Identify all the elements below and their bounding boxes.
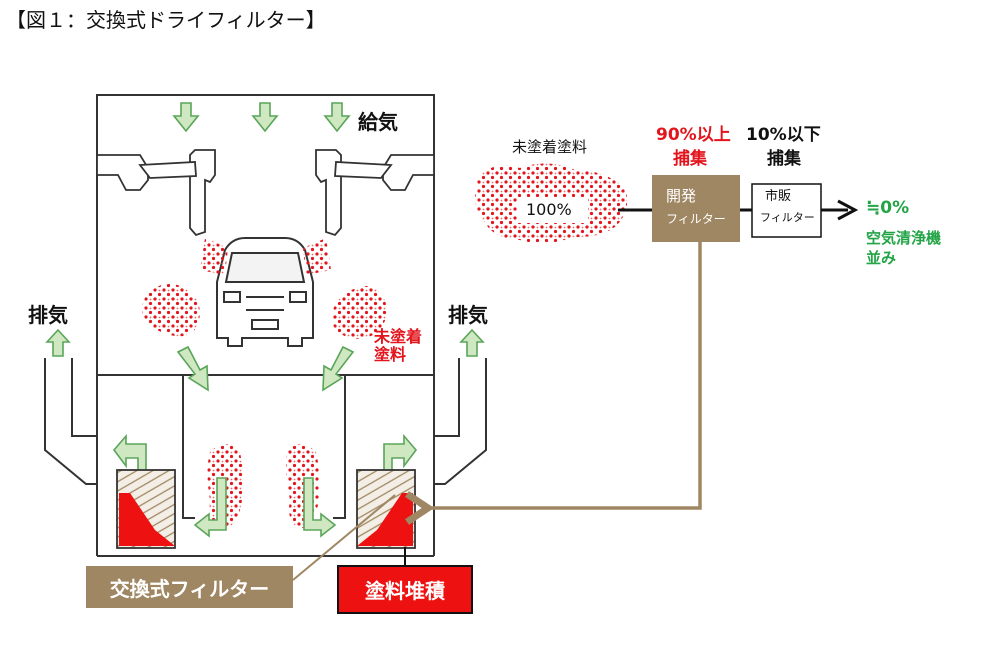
figure-title: 【図１：交換式ドライフィルター】 <box>6 8 326 32</box>
exhaust-duct-right <box>434 358 487 485</box>
com-capture-rate: 10%以下 <box>746 125 821 145</box>
com-filter-box <box>751 183 822 238</box>
booth-outline <box>96 94 435 557</box>
return-line <box>405 242 702 525</box>
filter-callout-line <box>292 494 396 581</box>
dev-capture-rate: 90%以上 <box>656 125 731 145</box>
exhaust-arrow-left <box>45 328 71 357</box>
filter-label: 交換式フィルター <box>109 576 270 601</box>
filter-label-box <box>86 566 293 608</box>
paint-accum-label: 塗料堆積 <box>365 579 445 603</box>
com-filter-label-2: フィルター <box>760 211 815 224</box>
result-label-2: 並み <box>866 249 897 267</box>
overspray-label: 未塗着 塗料 <box>374 327 423 365</box>
exhaust-arrow-right <box>459 328 485 357</box>
accum-label-box <box>337 565 473 614</box>
source-label: 未塗着塗料 <box>512 138 588 156</box>
exhaust-duct-left <box>44 358 97 485</box>
spray-paint <box>200 238 331 275</box>
filter-left <box>116 469 176 549</box>
source-pct-box <box>517 197 588 223</box>
overspray-label-line1: 未塗着 <box>374 327 423 346</box>
robot-arm-left <box>96 149 216 237</box>
filter-right <box>356 469 416 549</box>
overspray-label-line2: 塗料 <box>374 345 407 365</box>
result-label-1: 空気清浄機 <box>866 229 942 247</box>
flow-arrowhead <box>837 199 859 221</box>
result-value: ≒0% <box>866 198 910 218</box>
com-capture-label: 捕集 <box>767 149 801 169</box>
exhaust-left-label: 排気 <box>28 303 68 327</box>
exhaust-right-label: 排気 <box>448 303 488 327</box>
dev-filter-label-1: 開発 <box>666 187 697 205</box>
robot-arm-right <box>315 149 435 237</box>
car <box>216 237 314 347</box>
dev-filter-label-2: フィルター <box>666 212 726 226</box>
supply-air-label: 給気 <box>358 110 398 134</box>
supply-arrow <box>172 102 351 133</box>
com-filter-label-1: 市販 <box>765 189 792 204</box>
dev-filter-box <box>652 175 740 242</box>
dev-capture-label: 捕集 <box>673 149 707 169</box>
source-pct: 100% <box>526 200 572 219</box>
